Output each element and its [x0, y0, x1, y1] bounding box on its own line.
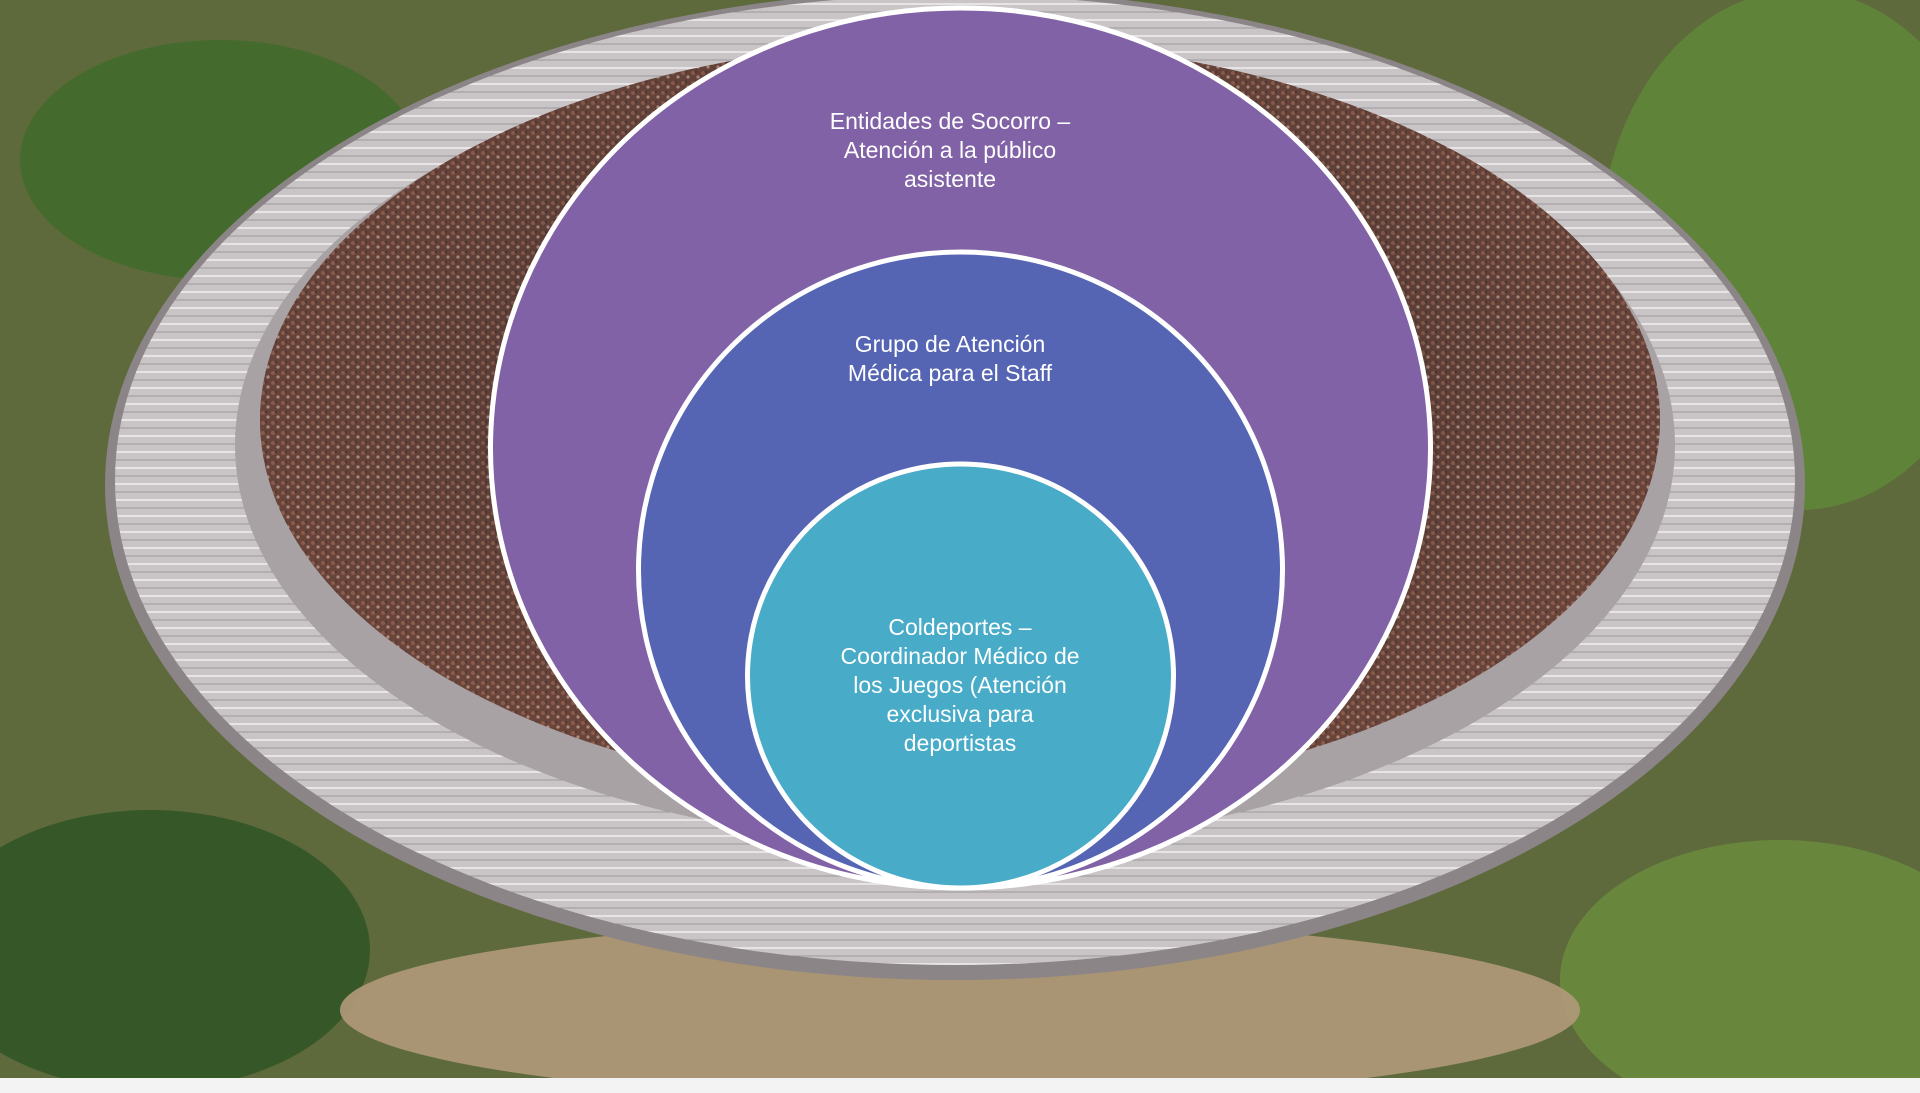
middle-label-line: Grupo de Atención	[854, 331, 1046, 357]
outer-label-line: Atención a la público	[843, 137, 1057, 163]
inner-circle	[745, 461, 1176, 891]
inner-label-line: los Juegos (Atención	[853, 672, 1067, 698]
middle-label-line: Médica para el Staff	[847, 360, 1053, 386]
outer-label-line: Entidades de Socorro –	[829, 108, 1071, 134]
inner-circle-label: Coldeportes – Coordinador Médico de los …	[790, 613, 1130, 758]
inner-label-line: Coordinador Médico de	[840, 643, 1080, 669]
inner-label-line: Coldeportes –	[888, 614, 1032, 640]
outer-label-line: asistente	[903, 166, 997, 192]
middle-circle-label: Grupo de Atención Médica para el Staff	[790, 330, 1110, 388]
nested-circles-diagram	[488, 5, 1433, 891]
inner-label-line: deportistas	[903, 730, 1017, 756]
inner-label-line: exclusiva para	[886, 701, 1034, 727]
outer-circle-label: Entidades de Socorro – Atención a la púb…	[760, 107, 1140, 194]
